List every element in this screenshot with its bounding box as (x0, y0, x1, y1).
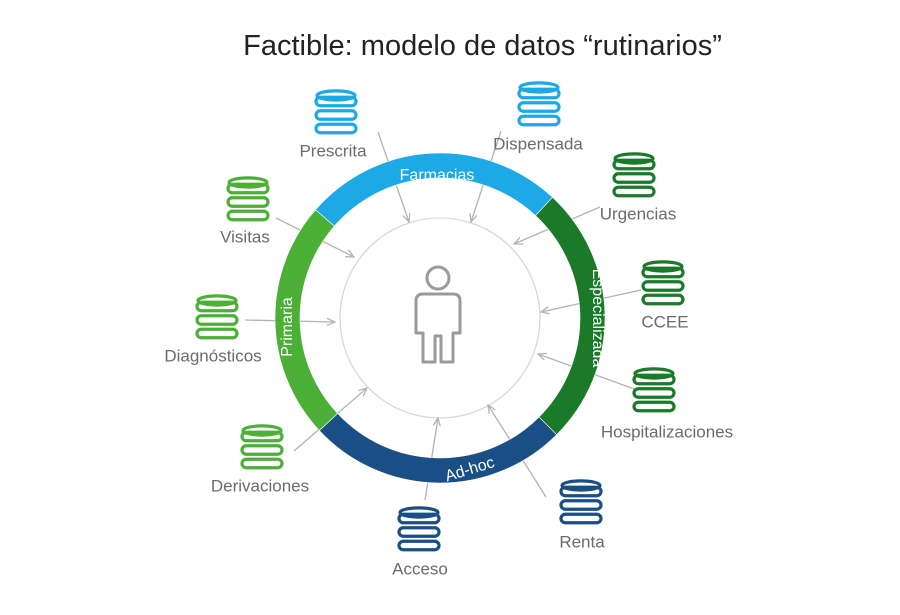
source-derivaciones: Derivaciones (211, 424, 309, 495)
source-urgencias: Urgencias (600, 152, 677, 223)
source-label-prescrita: Prescrita (299, 141, 367, 160)
source-label-urgencias: Urgencias (600, 204, 677, 223)
source-dispensada: Dispensada (493, 81, 583, 153)
database-icon (517, 81, 561, 127)
database-icon (226, 176, 270, 222)
source-visitas: Visitas (220, 176, 270, 246)
source-hospitalizaciones: Hospitalizaciones (601, 367, 733, 441)
ring-segment-adhoc (318, 413, 558, 484)
source-label-dispensada: Dispensada (493, 134, 583, 153)
person-icon (414, 265, 462, 364)
source-ccee: CCEE (641, 260, 689, 331)
database-icon (240, 424, 284, 470)
segment-label-especializada: Especializada (589, 269, 606, 368)
source-label-visitas: Visitas (220, 227, 270, 246)
inner-circle (339, 217, 541, 419)
database-icon (612, 152, 656, 198)
source-label-acceso: Acceso (392, 559, 448, 578)
ring-segment-farmacias (315, 152, 553, 227)
source-label-hospitalizaciones: Hospitalizaciones (601, 422, 733, 441)
ring-segment-primaria (274, 209, 339, 431)
database-icon (641, 260, 685, 306)
source-prescrita: Prescrita (299, 89, 367, 160)
source-diagnosticos: Diagnósticos (164, 294, 262, 365)
database-icon (632, 367, 676, 413)
database-icon (314, 89, 358, 135)
source-label-diagnosticos: Diagnósticos (164, 346, 261, 365)
database-icon (559, 479, 603, 525)
source-label-renta: Renta (559, 532, 605, 551)
source-label-derivaciones: Derivaciones (211, 476, 309, 495)
source-label-ccee: CCEE (641, 312, 688, 331)
segment-label-farmacias: Farmacias (400, 167, 475, 184)
diagram-title: Factible: modelo de datos “rutinarios” (243, 30, 722, 62)
source-acceso: Acceso (392, 506, 448, 578)
segment-label-primaria: Primaria (279, 297, 296, 357)
source-renta: Renta (559, 479, 605, 551)
database-icon (397, 506, 441, 552)
database-icon (195, 294, 239, 340)
